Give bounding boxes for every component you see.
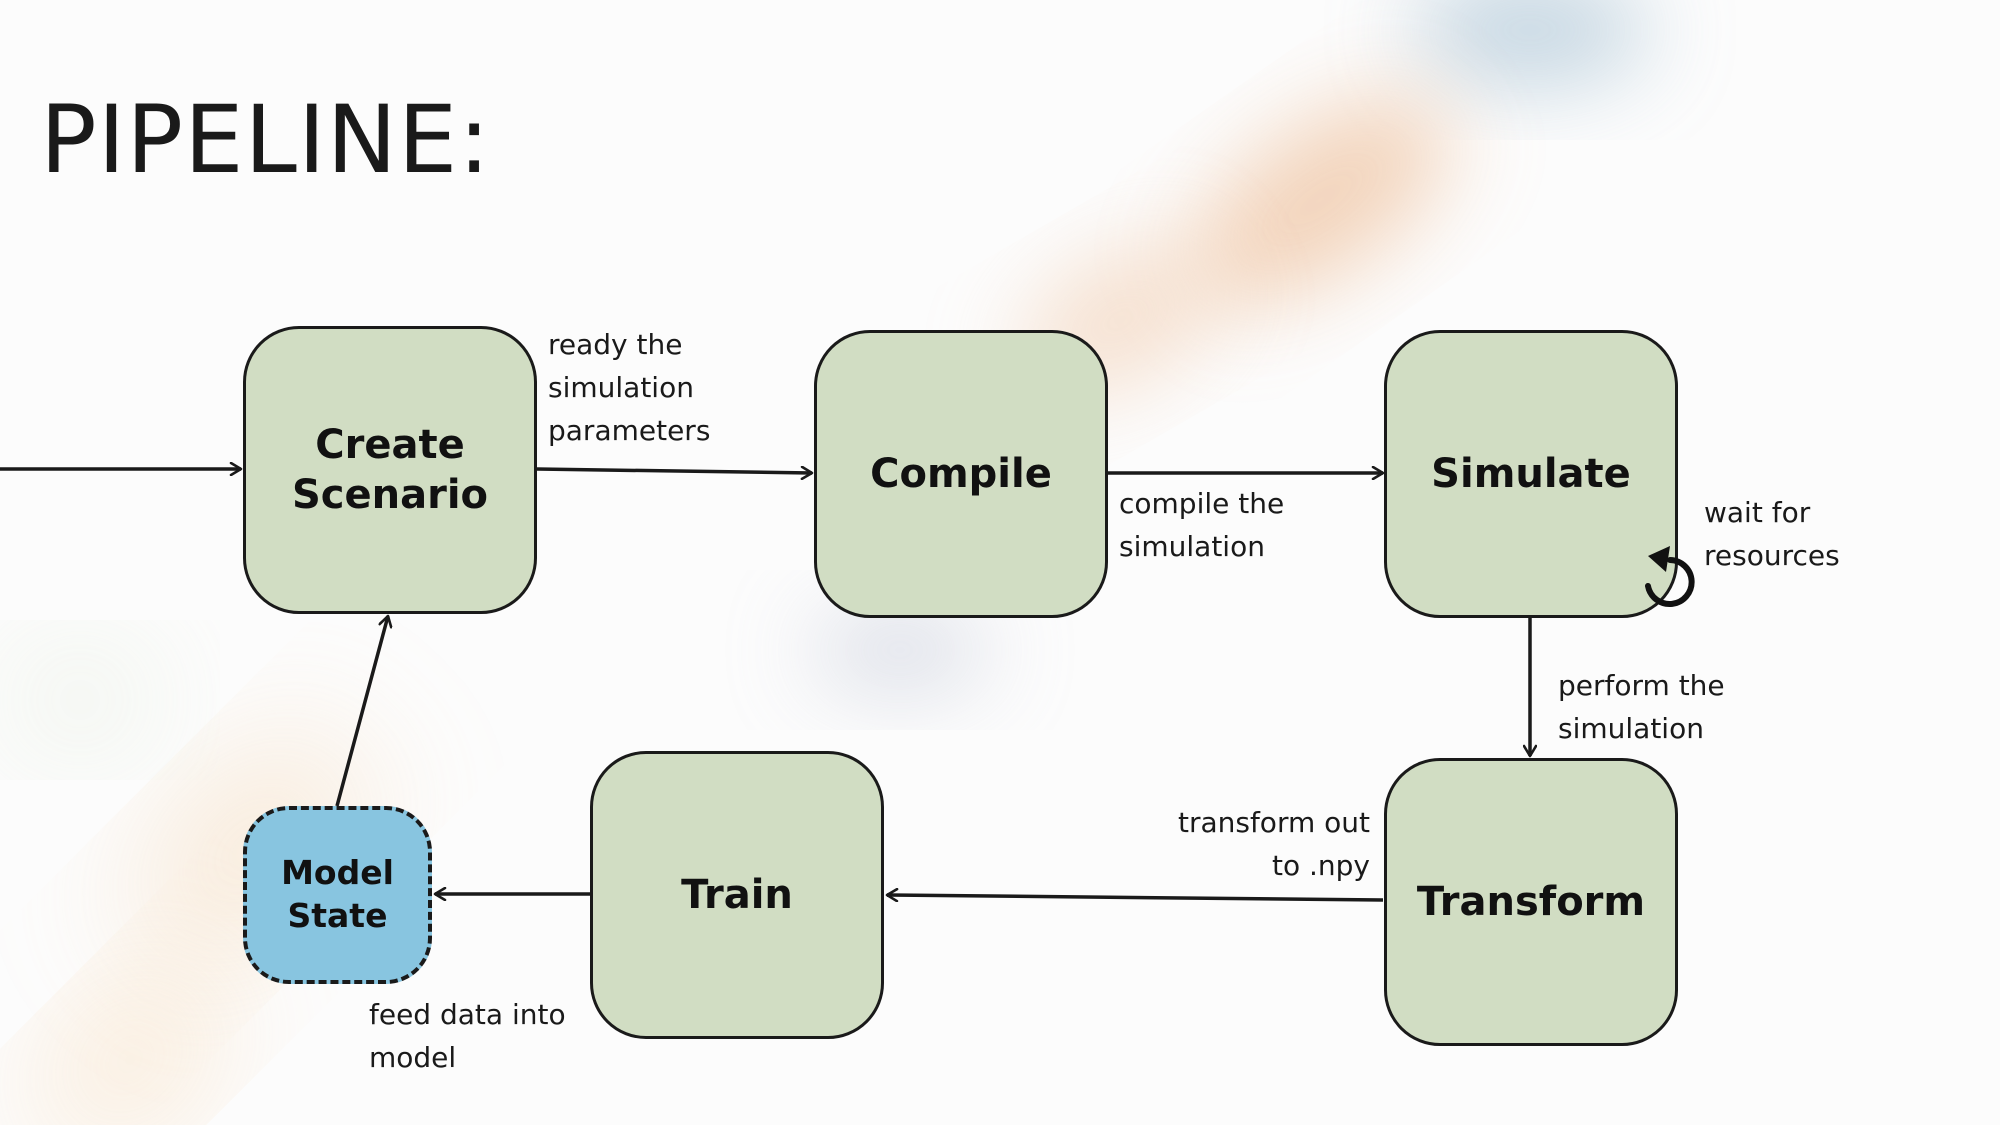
node-create-scenario: Create Scenario [243, 326, 537, 614]
arrow-create-scenario-to-compile [536, 469, 812, 473]
node-train: Train [590, 751, 884, 1039]
retry-cycle-icon [1645, 546, 1695, 607]
edge-label-transform-npy: transform out to .npy [1177, 806, 1370, 882]
edge-label-compile-simulation: compile the simulation [1119, 487, 1285, 563]
edge-label-wait-for-resources: wait for resources [1704, 496, 1840, 572]
node-transform: Transform [1384, 758, 1678, 1046]
node-simulate-label: Simulate [1431, 451, 1631, 497]
edge-label-feed-data-model: feed data into model [369, 998, 566, 1074]
node-model-state: Model State [243, 806, 432, 984]
node-model-state-label: Model State [281, 853, 394, 935]
arrow-transform-to-train [887, 895, 1384, 900]
arrow-model-state-to-create-scenario [335, 616, 388, 807]
node-simulate: Simulate [1384, 330, 1678, 618]
node-train-label: Train [681, 872, 793, 918]
node-create-scenario-label: Create Scenario [291, 422, 489, 518]
page-title: PIPELINE: [40, 86, 491, 195]
node-compile-label: Compile [870, 451, 1052, 497]
node-compile: Compile [814, 330, 1108, 618]
edge-label-perform-simulation: perform the simulation [1558, 669, 1725, 745]
node-transform-label: Transform [1416, 879, 1646, 925]
edge-label-ready-parameters: ready the simulation parameters [548, 328, 711, 447]
